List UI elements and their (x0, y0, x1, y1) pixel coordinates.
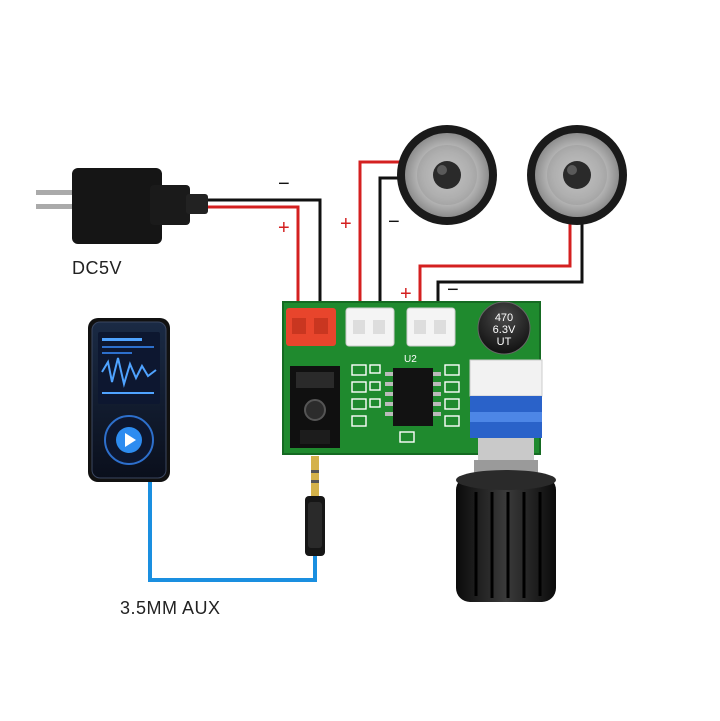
aux-plug (305, 456, 325, 556)
power-connector (286, 308, 336, 346)
audio-jack (290, 366, 340, 448)
svg-text:6.3V: 6.3V (493, 324, 516, 336)
left-speaker-minus-mark: − (388, 211, 400, 233)
power-label: DC5V (72, 258, 123, 278)
right-speaker-minus-mark: − (447, 279, 459, 301)
aux-cable (148, 478, 317, 582)
mp3-player (88, 318, 170, 482)
left-speaker-wire-black (378, 176, 405, 312)
power-plus-mark: + (278, 217, 290, 239)
potentiometer (469, 359, 543, 474)
left-speaker (397, 125, 497, 225)
svg-text:U2: U2 (404, 354, 417, 365)
right-speaker-plus-mark: + (400, 283, 412, 305)
right-speaker-wire-red (418, 222, 572, 312)
power-minus-mark: − (278, 173, 290, 195)
svg-text:UT: UT (497, 336, 512, 348)
capacitor: 470 6.3V UT (477, 301, 531, 355)
left-speaker-plus-mark: + (340, 213, 352, 235)
aux-label: 3.5MM AUX (120, 598, 221, 618)
power-wire-red (205, 205, 300, 312)
right-speaker-wire-black (436, 222, 584, 312)
ic-chip: U2 (385, 354, 441, 426)
svg-text:470: 470 (495, 312, 513, 324)
right-speaker-connector (406, 307, 456, 347)
usb-charger (36, 168, 208, 244)
power-wire-black (205, 198, 322, 312)
left-speaker-wire-red (358, 160, 405, 312)
left-speaker-connector (345, 307, 395, 347)
volume-knob (456, 470, 556, 602)
smd-components (351, 364, 460, 443)
right-speaker (527, 125, 627, 225)
